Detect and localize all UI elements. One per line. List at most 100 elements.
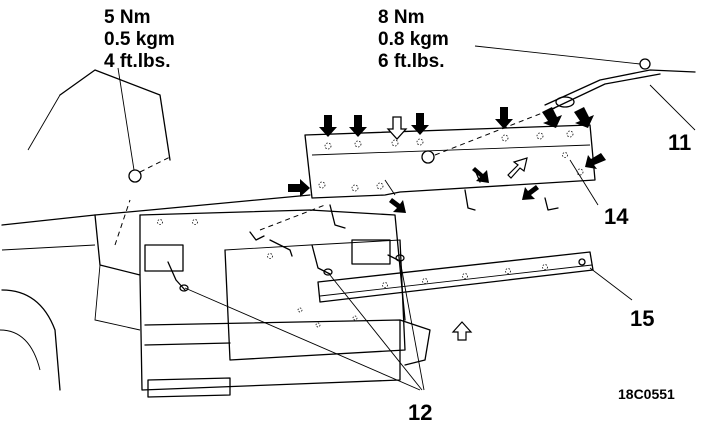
rear-quarter xyxy=(94,264,141,331)
recess-top xyxy=(224,239,401,251)
diag-arrow xyxy=(574,107,594,128)
left-arrow xyxy=(585,153,606,169)
callout-15-leader xyxy=(589,267,633,301)
callout-11-leader xyxy=(649,84,696,131)
tailgate-upper-edge xyxy=(139,209,406,321)
torque-right-kgm: 0.8 kgm xyxy=(378,29,449,50)
down-arrow xyxy=(319,115,337,137)
strip-inner xyxy=(319,264,593,297)
clip-hole xyxy=(376,182,384,190)
diag-arrow xyxy=(522,185,539,200)
lamp-clip-end xyxy=(323,268,333,276)
callout-15: 15 xyxy=(630,306,655,331)
wheel-arch xyxy=(1,289,61,391)
left-lamp-opening xyxy=(144,244,184,272)
garnish-inner-line xyxy=(311,144,591,156)
callout-14: 14 xyxy=(604,204,629,229)
body-hole xyxy=(192,219,198,225)
clip-arrows xyxy=(288,107,606,341)
body-hole xyxy=(157,219,163,225)
tire-outline xyxy=(0,329,41,371)
wiper-arm-body-2 xyxy=(549,73,661,111)
body-hole xyxy=(267,253,273,259)
callout-12-leader xyxy=(329,274,423,391)
strip-hole xyxy=(462,273,468,279)
bumper-step xyxy=(147,377,231,398)
down-arrow xyxy=(495,107,513,129)
right-arrow xyxy=(288,179,310,197)
clip-hole xyxy=(324,142,332,150)
body-hole xyxy=(315,322,321,328)
garnish-clip xyxy=(464,189,476,211)
callout-14-leader xyxy=(569,159,599,206)
garnish-outline xyxy=(304,124,596,199)
callout-12: 12 xyxy=(408,400,433,425)
torque-left-ftlbs: 4 ft.lbs. xyxy=(104,51,171,72)
clip-hole xyxy=(354,140,362,148)
wiper-arm-body xyxy=(544,69,696,106)
down-arrow-outline xyxy=(386,116,408,140)
clip-hole xyxy=(566,130,574,138)
glass-grommet xyxy=(128,169,142,183)
vehicle-body xyxy=(0,69,431,398)
side-molding xyxy=(1,244,96,251)
up-arrow-outline xyxy=(451,321,473,341)
clip-hole xyxy=(351,184,359,192)
clip-hole xyxy=(501,134,509,142)
down-arrow xyxy=(349,115,367,137)
bumper-line xyxy=(144,342,231,346)
lamp-clip xyxy=(311,244,331,275)
garnish-clip xyxy=(329,204,346,229)
wiper-pivot xyxy=(555,96,575,108)
torque-left-leader xyxy=(117,67,135,171)
callout-11: 11 xyxy=(668,130,692,155)
up-arrow-outline xyxy=(507,157,528,179)
license-plate-recess xyxy=(224,239,406,361)
wiper-nut xyxy=(639,58,651,70)
reference-code: 18C0551 xyxy=(618,386,675,402)
body-clip xyxy=(249,231,265,241)
down-arrow xyxy=(411,113,429,135)
clip-hole xyxy=(536,132,544,140)
garnish-clip xyxy=(544,197,559,211)
strip-hole xyxy=(505,268,511,274)
clip-hole xyxy=(391,139,399,147)
strip-outline xyxy=(317,251,594,303)
torque-right-nm: 8 Nm xyxy=(378,7,425,28)
callout-12-leader xyxy=(399,259,425,391)
side-body-line xyxy=(1,214,96,226)
body-hole xyxy=(297,307,303,313)
wiper-arm xyxy=(474,45,696,131)
callout-12-leader xyxy=(184,287,421,391)
garnish-guide xyxy=(259,204,326,231)
torque-left-kgm: 0.5 kgm xyxy=(104,29,175,50)
lower-garnish-strip xyxy=(317,251,633,303)
strip-hole xyxy=(542,264,548,270)
clip-hole xyxy=(318,181,326,189)
clip-hole xyxy=(562,152,568,158)
torque-right-ftlbs: 6 ft.lbs. xyxy=(378,51,445,72)
torque-left-nm: 5 Nm xyxy=(104,7,151,28)
tailgate-garnish xyxy=(259,107,599,231)
body-hole xyxy=(352,315,358,321)
bumper-top xyxy=(144,319,431,366)
diag-arrow xyxy=(472,167,489,183)
diag-arrow xyxy=(389,198,406,213)
nut-leader xyxy=(474,45,641,65)
lamp-clip-end xyxy=(179,284,189,292)
body-clip xyxy=(269,239,293,257)
right-lamp-opening xyxy=(351,239,391,265)
clip-hole xyxy=(416,138,424,146)
garnish-grommet xyxy=(421,150,435,164)
strip-end-hole xyxy=(578,258,586,266)
rear-window-frame xyxy=(59,69,171,161)
garnish-step xyxy=(384,179,396,196)
lamp-clips xyxy=(167,231,425,391)
grommet-guide-2 xyxy=(114,199,131,246)
strip-hole xyxy=(382,282,388,288)
body-shoulder-line xyxy=(94,194,311,216)
grommet-guide-3 xyxy=(434,107,556,156)
roof-line xyxy=(27,94,61,151)
